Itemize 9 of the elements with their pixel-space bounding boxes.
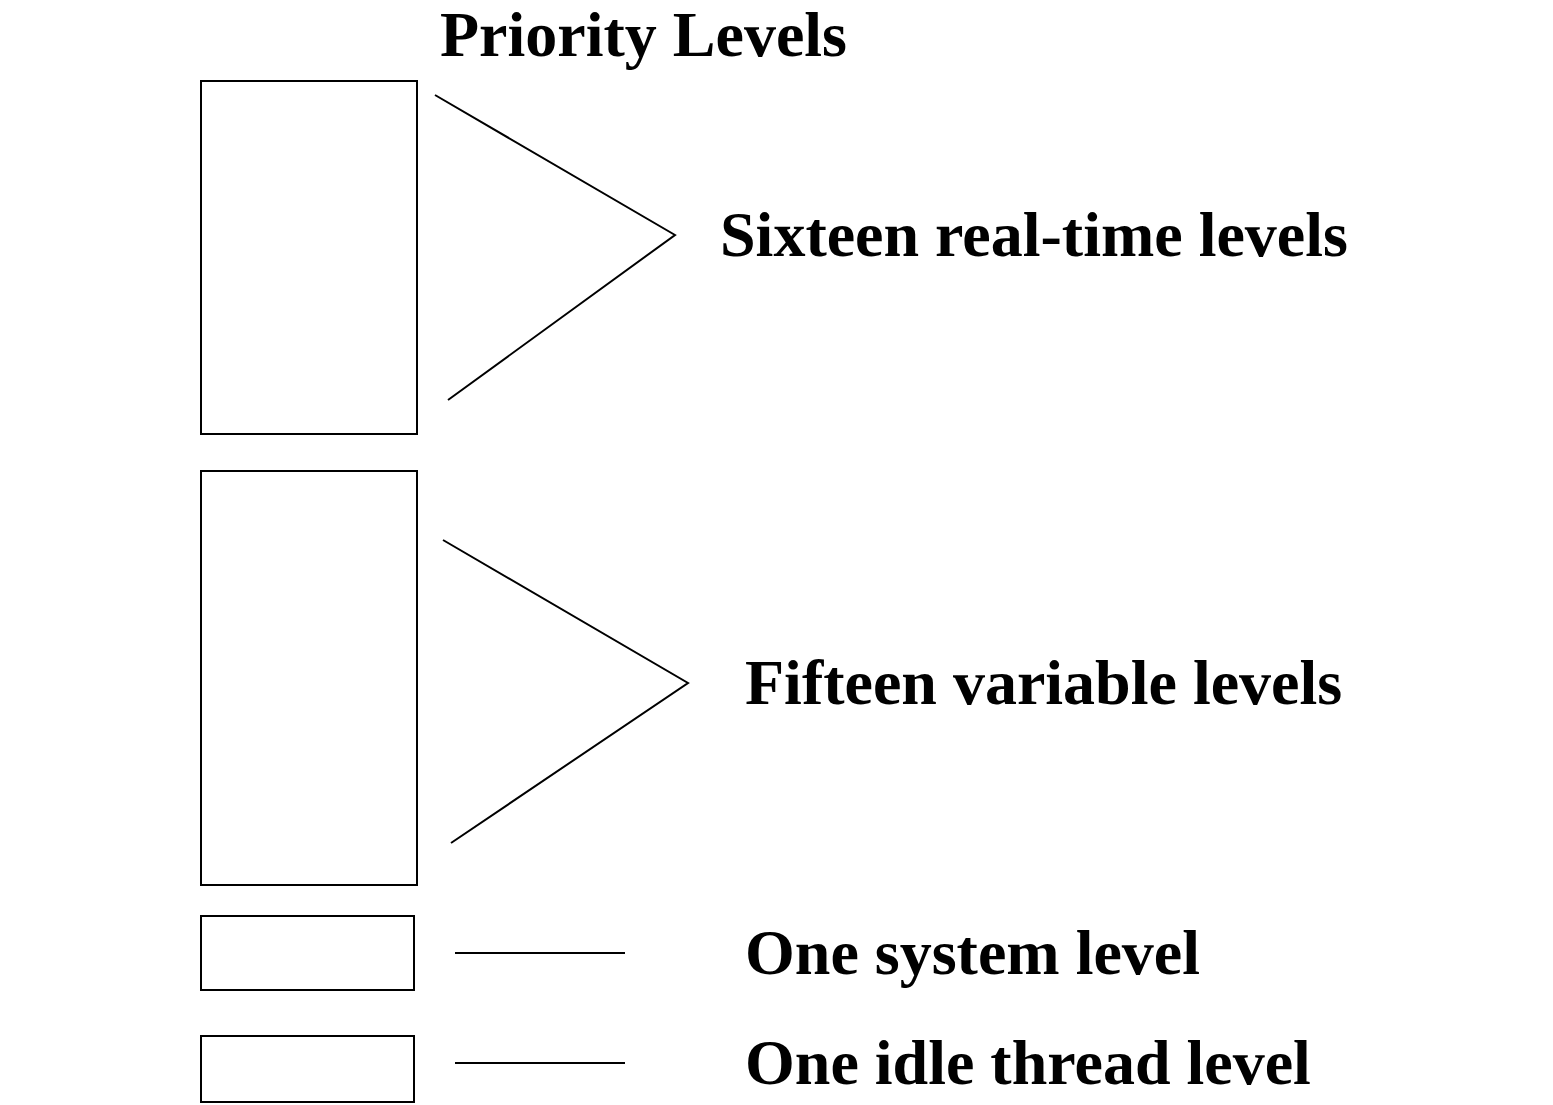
level-box xyxy=(200,1035,415,1103)
diagram-title: Priority Levels xyxy=(440,0,847,70)
level-box xyxy=(200,470,418,886)
level-label: Fifteen variable levels xyxy=(745,648,1343,718)
level-box xyxy=(200,80,418,435)
level-box xyxy=(200,915,415,991)
level-label: Sixteen real-time levels xyxy=(720,200,1348,270)
level-label: One system level xyxy=(745,918,1200,988)
level-label: One idle thread level xyxy=(745,1028,1311,1098)
